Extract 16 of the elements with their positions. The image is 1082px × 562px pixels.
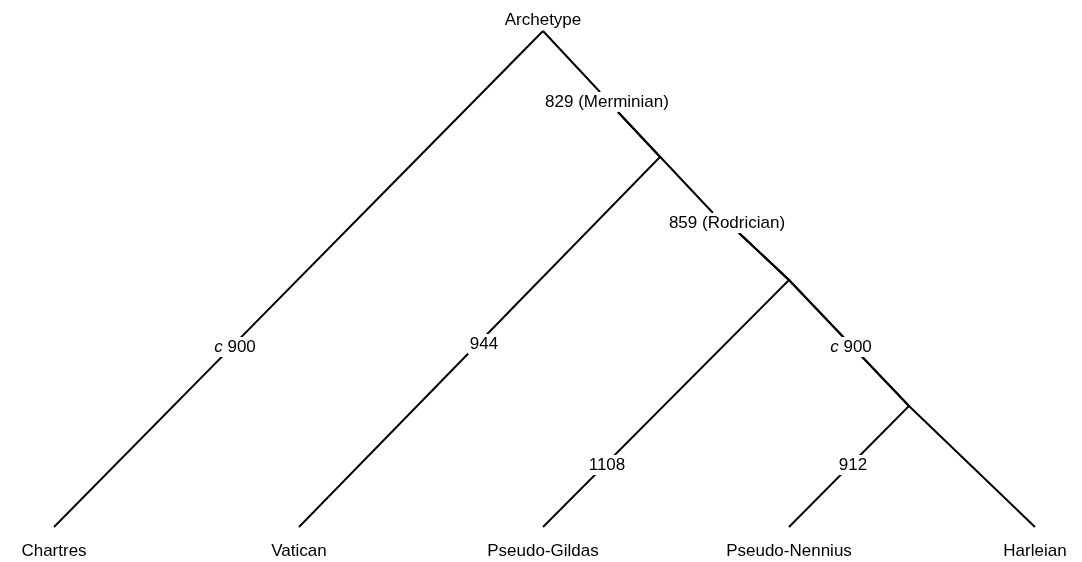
edge-label: 944	[467, 334, 501, 354]
stemma-line	[617, 111, 714, 214]
manuscript-label: Pseudo-Nennius	[726, 541, 852, 561]
edge-label: 912	[836, 455, 870, 475]
manuscript-label: 859 (Rodrician)	[668, 213, 786, 233]
edge-label: c 900	[212, 337, 258, 357]
manuscript-label: Pseudo-Gildas	[487, 541, 599, 561]
manuscript-label: Vatican	[271, 541, 327, 561]
stemma-line	[542, 30, 601, 93]
stemma-line	[53, 30, 544, 528]
manuscript-label: Harleian	[1003, 541, 1067, 561]
manuscript-label: Archetype	[504, 10, 582, 30]
manuscript-label: 829 (Merminian)	[545, 92, 669, 112]
edge-label: c 900	[828, 337, 874, 357]
stemma-line	[738, 232, 1036, 528]
manuscript-label: Chartres	[21, 541, 87, 561]
